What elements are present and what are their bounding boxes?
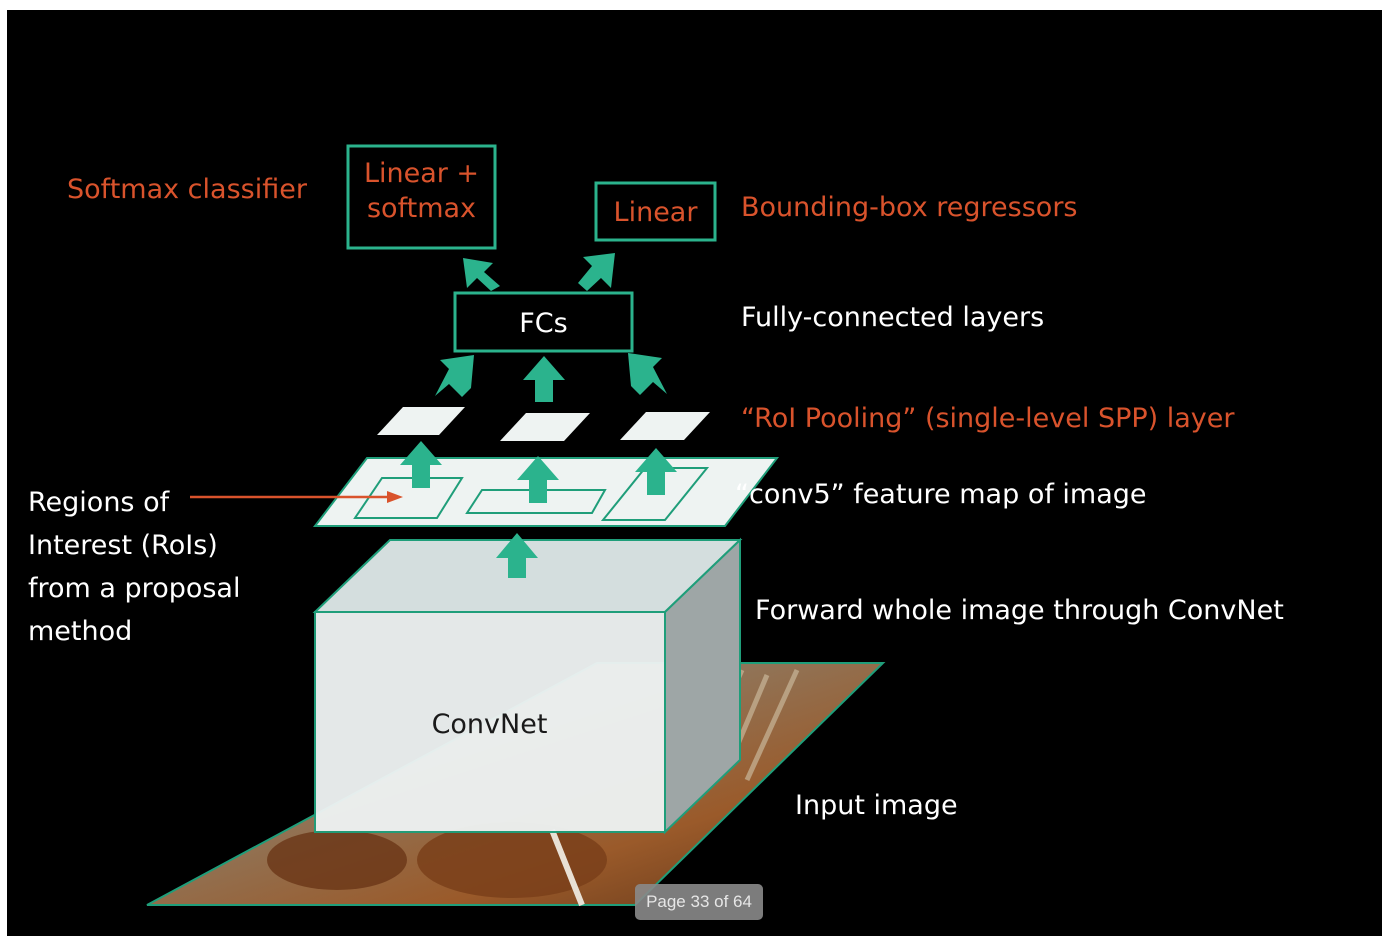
roi-box-3 [600, 467, 710, 521]
rois-label: Regions of Interest (RoIs) from a propos… [28, 481, 240, 653]
arrow-diagonal-icon [463, 258, 500, 291]
linear-softmax-box [346, 144, 497, 250]
diagram-graphics [146, 144, 886, 907]
arrow-diagonal-icon [628, 353, 667, 395]
conv5-label: “conv5” feature map of image [735, 479, 1147, 510]
arrow-up-icon [517, 456, 559, 503]
roi-pooled-feature-3 [620, 412, 710, 440]
roi-pointer-arrow [190, 491, 403, 503]
fcs-box [453, 291, 634, 353]
fcs-box-label: FCs [519, 308, 568, 339]
convnet-label: ConvNet [431, 709, 548, 740]
fully-connected-label: Fully-connected layers [741, 302, 1045, 333]
roi-box-2 [465, 489, 607, 514]
rois-label-line-4: method [28, 616, 133, 647]
arrow-diagonal-icon [578, 253, 615, 291]
roi-pooled-feature-1 [377, 407, 465, 435]
rois-label-line-3: from a proposal [28, 573, 241, 604]
convnet-box [312, 537, 743, 835]
linear-box [594, 181, 717, 242]
slide: Linear + softmax Linear FCs ConvNet Soft… [7, 10, 1382, 936]
arrow-up-icon [400, 441, 442, 488]
roi-pooling-label: “RoI Pooling” (single-level SPP) layer [741, 403, 1235, 434]
linear-softmax-line-2: softmax [366, 193, 477, 225]
input-image-label: Input image [795, 790, 958, 821]
arrow-up-icon [523, 356, 565, 402]
linear-softmax-box-label: Linear + softmax [348, 156, 495, 226]
forward-label: Forward whole image through ConvNet [755, 595, 1284, 626]
arrow-diagonal-icon [435, 355, 474, 397]
linear-softmax-line-1: Linear + [363, 158, 480, 189]
linear-box-label: Linear [613, 197, 698, 228]
softmax-classifier-label: Softmax classifier [67, 174, 307, 205]
rois-label-line-2: Interest (RoIs) [28, 530, 218, 561]
arrow-up-icon [635, 448, 677, 495]
bbox-regressors-label: Bounding-box regressors [741, 192, 1078, 223]
page-indicator: Page 33 of 64 [635, 884, 763, 920]
rois-label-line-1: Regions of [28, 487, 170, 518]
arrow-up-icon [496, 533, 538, 578]
roi-box-1 [353, 477, 464, 519]
roi-pooled-feature-2 [500, 413, 590, 441]
flow-arrows [400, 253, 677, 578]
